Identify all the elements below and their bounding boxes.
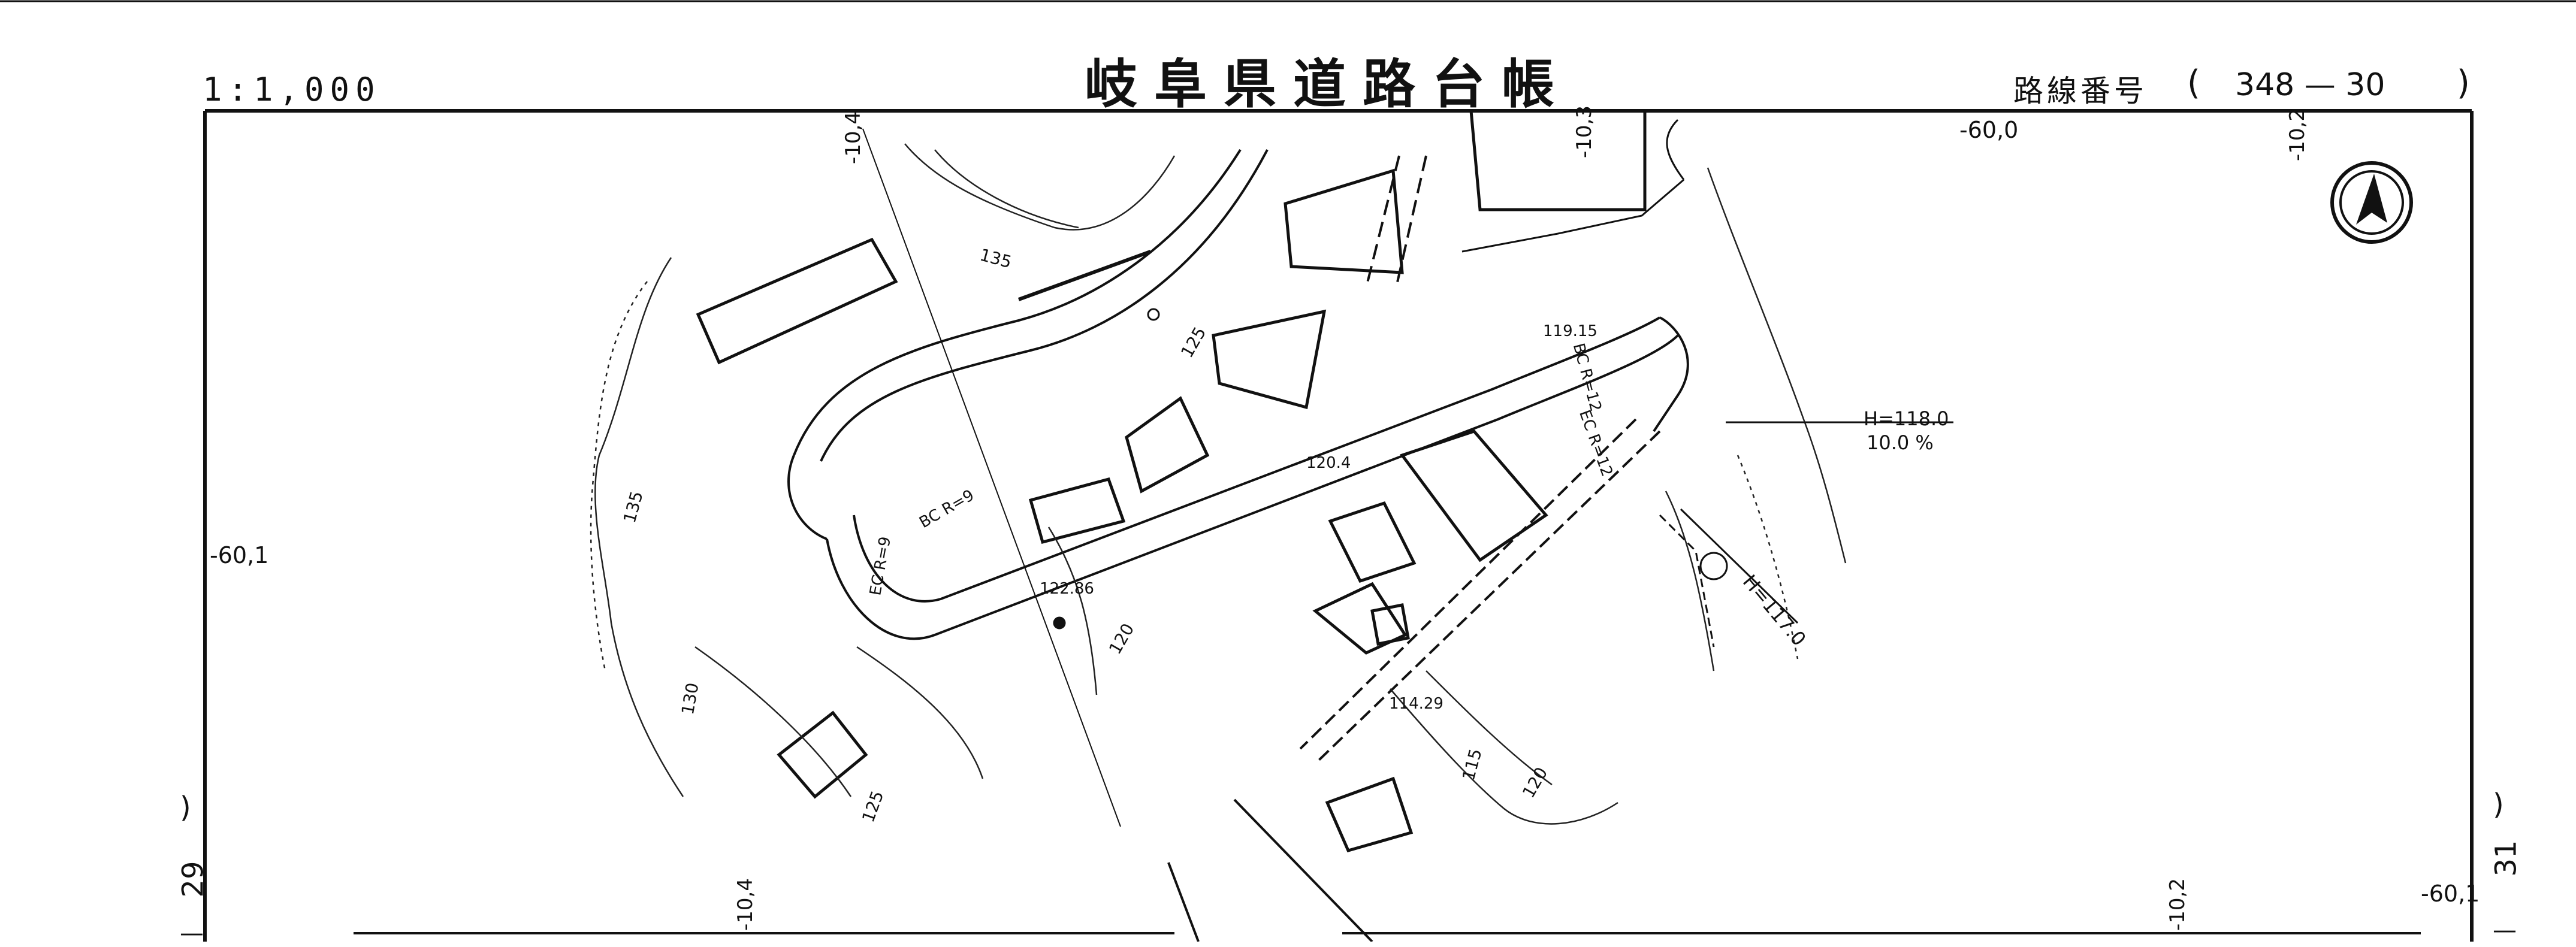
route-number-label: 路線番号 xyxy=(2013,74,2148,108)
building-top xyxy=(1284,168,1404,274)
gradient-h-118: H=118.0 xyxy=(1864,407,1949,430)
building-small3 xyxy=(1370,603,1410,646)
sheet-ref-left: 29 xyxy=(176,861,210,898)
embankment-top xyxy=(1461,178,1684,253)
elevation-114-29: 114.29 xyxy=(1389,695,1443,713)
sheet-ref-left-paren: ) xyxy=(180,791,191,824)
map-scale: 1:1,000 xyxy=(203,71,381,108)
building-small xyxy=(1328,501,1417,583)
sheet-ref-left-dash: — xyxy=(180,919,204,947)
tick-top-left: -10,4 xyxy=(841,111,865,164)
building-south xyxy=(1325,776,1414,853)
building-east xyxy=(1399,429,1548,562)
tick-bottom-left: -10,4 xyxy=(733,878,757,931)
road-south-line2 xyxy=(1233,798,1373,942)
gradient-percent: 10.0 % xyxy=(1867,431,1934,454)
sheet-ref-right-dash: — xyxy=(2493,916,2517,944)
building-sw xyxy=(777,710,868,799)
monument-icon xyxy=(1699,552,1728,580)
tick-right: -60,1 xyxy=(2421,881,2480,907)
tick-top-right-a: -60,0 xyxy=(1959,117,2019,143)
building-center xyxy=(1212,309,1327,410)
contour-mid xyxy=(1047,527,1098,695)
point-marker xyxy=(1147,308,1160,321)
contour-east xyxy=(1665,491,1715,671)
embankment-east xyxy=(1659,514,1715,648)
building-mid xyxy=(1028,477,1126,544)
route-number-open-paren: ( xyxy=(2187,63,2200,102)
contour-east-long xyxy=(1707,167,1847,564)
route-number-value: 348 — 30 xyxy=(2235,67,2385,103)
road-main-north-edge xyxy=(853,316,1661,603)
sheet-ref-right-paren: ) xyxy=(2493,788,2504,821)
road-hairpin-west xyxy=(787,455,828,540)
building-large-nw xyxy=(696,237,898,365)
building-mid2 xyxy=(1125,396,1210,494)
road-upper-curve-inner xyxy=(820,149,1269,462)
tick-bottom-right: -10,2 xyxy=(2165,878,2190,931)
elevation-119-15: 119.15 xyxy=(1543,322,1597,340)
wall-line xyxy=(1017,250,1152,301)
gradient-leader-117 xyxy=(1680,508,1799,624)
contour-130 xyxy=(694,646,852,797)
building-small2 xyxy=(1312,582,1408,655)
route-number-close-paren: ) xyxy=(2457,63,2470,102)
contour-135-west xyxy=(594,257,684,797)
road-south-line xyxy=(1167,862,1200,942)
north-arrow-icon xyxy=(2330,161,2413,244)
building-top-right xyxy=(1469,109,1647,211)
contour-115 xyxy=(1426,670,1553,786)
contour-120-south xyxy=(1390,688,1618,825)
embankment-hook xyxy=(1666,119,1685,180)
tick-left: -60,1 xyxy=(210,542,269,568)
road-southeast-dashed xyxy=(1299,418,1661,762)
elevation-122-86: 122.86 xyxy=(1040,580,1094,598)
contour-125-south xyxy=(856,646,984,779)
contour-top-2 xyxy=(934,149,1079,229)
contour-135-top xyxy=(904,143,1176,231)
road-main-south-edge xyxy=(826,334,1679,640)
page-title: 岐阜県道路台帳 xyxy=(1085,53,1572,115)
tick-top-mid: -10,3 xyxy=(1572,105,1596,158)
guide-line xyxy=(862,128,1121,827)
tick-top-right-b: -10,2 xyxy=(2285,108,2309,161)
elevation-120-4: 120.4 xyxy=(1306,454,1351,472)
sheet-ref-right: 31 xyxy=(2489,840,2523,877)
contour-west-dotted xyxy=(590,281,648,671)
contour-east-dotted xyxy=(1737,455,1799,659)
road-hairpin-east xyxy=(1653,316,1689,432)
road-upper-curve-outer xyxy=(793,149,1242,456)
spot-marker xyxy=(1053,616,1066,630)
